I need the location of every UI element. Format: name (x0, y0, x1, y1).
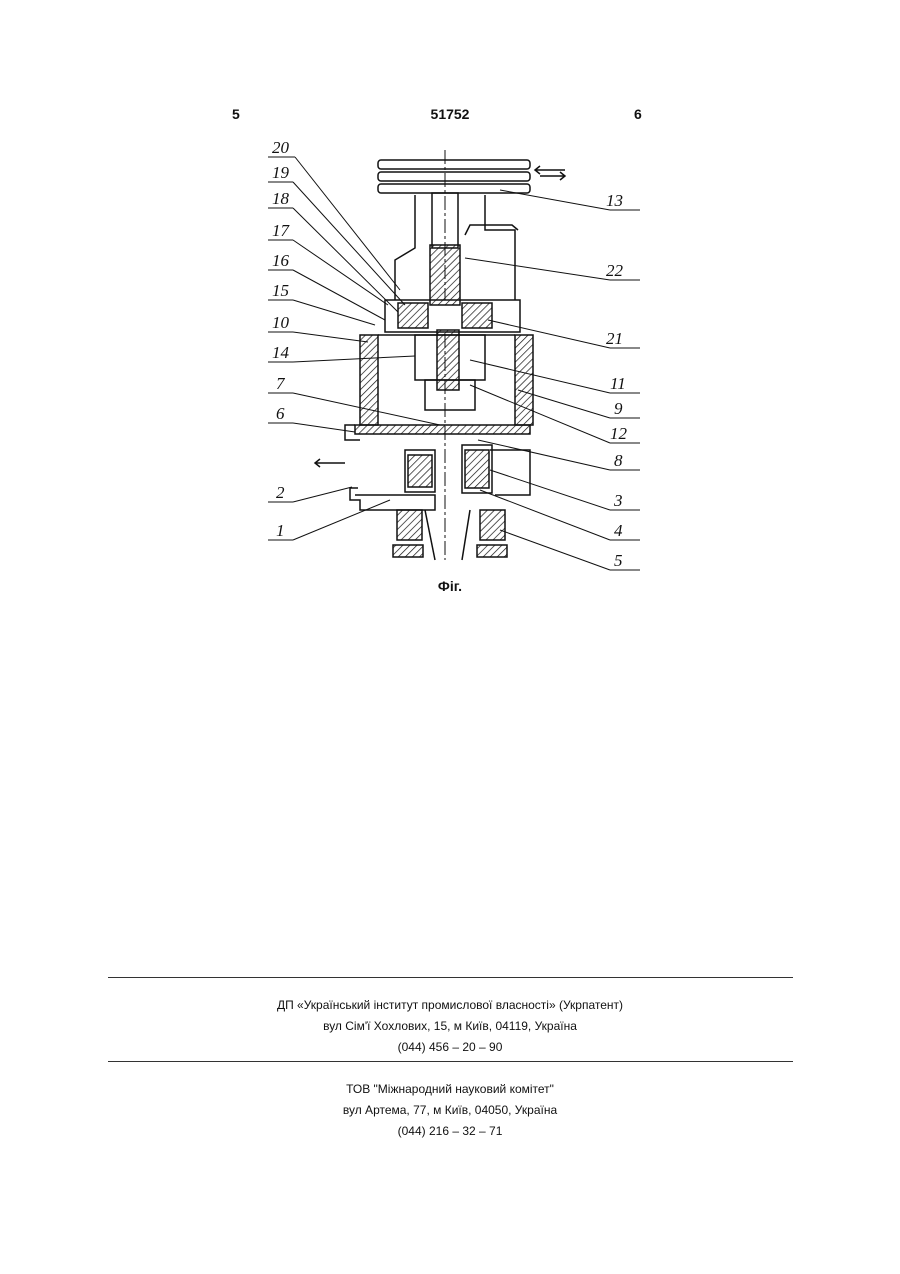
label-5: 5 (614, 551, 623, 570)
publisher-block: ДП «Український інститут промислової вла… (0, 995, 900, 1058)
label-2: 2 (276, 483, 285, 502)
label-19: 19 (272, 163, 290, 182)
divider (108, 1061, 793, 1062)
label-15: 15 (272, 281, 289, 300)
label-6: 6 (276, 404, 285, 423)
label-4: 4 (614, 521, 623, 540)
label-21: 21 (606, 329, 623, 348)
label-13: 13 (606, 191, 623, 210)
printer-block: ТОВ "Міжнародний науковий комітет" вул А… (0, 1079, 900, 1142)
figure-caption: Фіг. (0, 578, 900, 594)
page-number-right: 6 (634, 106, 642, 122)
drawing-geometry (268, 150, 640, 570)
printer-phone: (044) 216 – 32 – 71 (0, 1121, 900, 1142)
printer-address: вул Артема, 77, м Київ, 04050, Україна (0, 1100, 900, 1121)
label-9: 9 (614, 399, 623, 418)
printer-name: ТОВ "Міжнародний науковий комітет" (0, 1079, 900, 1100)
label-7: 7 (276, 374, 286, 393)
publisher-name: ДП «Український інститут промислової вла… (0, 995, 900, 1016)
patent-number: 51752 (0, 106, 900, 122)
label-3: 3 (613, 491, 623, 510)
label-14: 14 (272, 343, 290, 362)
label-16: 16 (272, 251, 290, 270)
label-17: 17 (272, 221, 291, 240)
label-22: 22 (606, 261, 624, 280)
publisher-phone: (044) 456 – 20 – 90 (0, 1037, 900, 1058)
divider (108, 977, 793, 978)
label-12: 12 (610, 424, 628, 443)
technical-drawing: 20 19 18 17 16 15 10 14 7 6 2 1 13 22 21… (260, 130, 660, 580)
label-18: 18 (272, 189, 290, 208)
label-10: 10 (272, 313, 290, 332)
label-20: 20 (272, 138, 290, 157)
label-11: 11 (610, 374, 626, 393)
label-1: 1 (276, 521, 285, 540)
publisher-address: вул Сім'ї Хохлових, 15, м Київ, 04119, У… (0, 1016, 900, 1037)
label-8: 8 (614, 451, 623, 470)
